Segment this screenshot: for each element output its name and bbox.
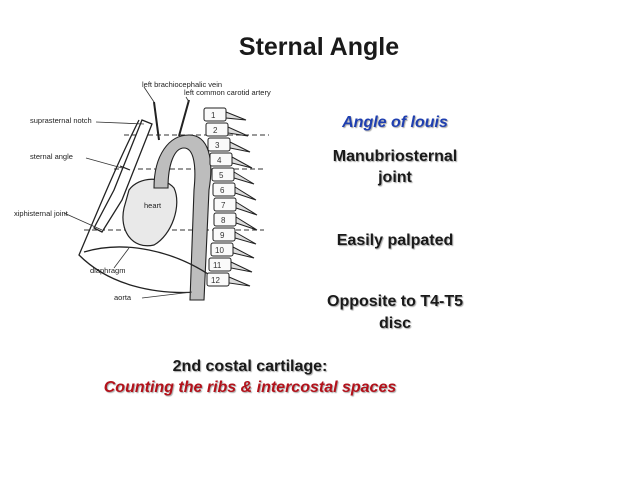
opposite-line1: Opposite to T4-T5: [327, 293, 463, 310]
vertebra-numbers: 1 2 3 4 5 6 7 8 9 10 11 12: [211, 111, 226, 285]
heart-label: heart: [144, 201, 162, 210]
diaphragm-shape: [83, 246, 215, 279]
carotid-vessel: [178, 99, 190, 137]
easily-palpated-text: Easily palpated: [336, 232, 454, 249]
label-aorta: aorta: [114, 293, 132, 302]
manubriosternal-line2: joint: [378, 169, 412, 186]
vertebra-number: 11: [213, 261, 222, 270]
heart-shape: [122, 178, 178, 247]
manubriosternal-joint: [119, 165, 131, 171]
vertebral-column: [203, 107, 237, 287]
sternal-angle-figure: heart 1 2 3 4 5 6 7 8 9 10: [14, 80, 271, 302]
opposite-line2: disc: [378, 315, 411, 332]
label-suprasternal-notch: suprasternal notch: [30, 116, 92, 125]
vertebra-number: 6: [220, 186, 225, 195]
label-brachiocephalic-vein: left brachiocephalic vein: [142, 80, 222, 89]
sternum: [93, 119, 153, 233]
angle-of-louis-text: Angle of louis: [342, 114, 448, 131]
brachiocephalic-vessel: [153, 101, 160, 141]
spinous-processes: [225, 111, 258, 287]
thoracic-wall: [78, 119, 200, 294]
leader-lines: [63, 86, 193, 299]
costal-cartilage-text: 2nd costal cartilage:: [172, 358, 328, 375]
vertebra-number: 10: [215, 246, 224, 255]
label-sternal-angle: sternal angle: [30, 152, 73, 161]
vertebra-number: 2: [213, 126, 218, 135]
manubriosternal-line1: Manubriosternal: [332, 148, 458, 165]
label-xiphisternal-joint: xiphisternal joint: [14, 209, 69, 218]
counting-ribs-text: Counting the ribs & intercostal spaces: [103, 379, 397, 396]
vertebra-number: 3: [215, 141, 220, 150]
vertebra-number: 9: [220, 231, 225, 240]
aorta-shape: [153, 134, 212, 301]
vertebra-number: 12: [211, 276, 220, 285]
label-diaphragm: diaphragm: [90, 266, 125, 275]
vertebra-number: 5: [219, 171, 224, 180]
slide-title: Sternal Angle: [238, 33, 400, 61]
vertebra-number: 4: [217, 156, 222, 165]
label-carotid-artery: left common carotid artery: [184, 88, 271, 97]
vertebra-number: 1: [211, 111, 216, 120]
vertebra-number: 7: [221, 201, 226, 210]
vertebra-number: 8: [221, 216, 226, 225]
